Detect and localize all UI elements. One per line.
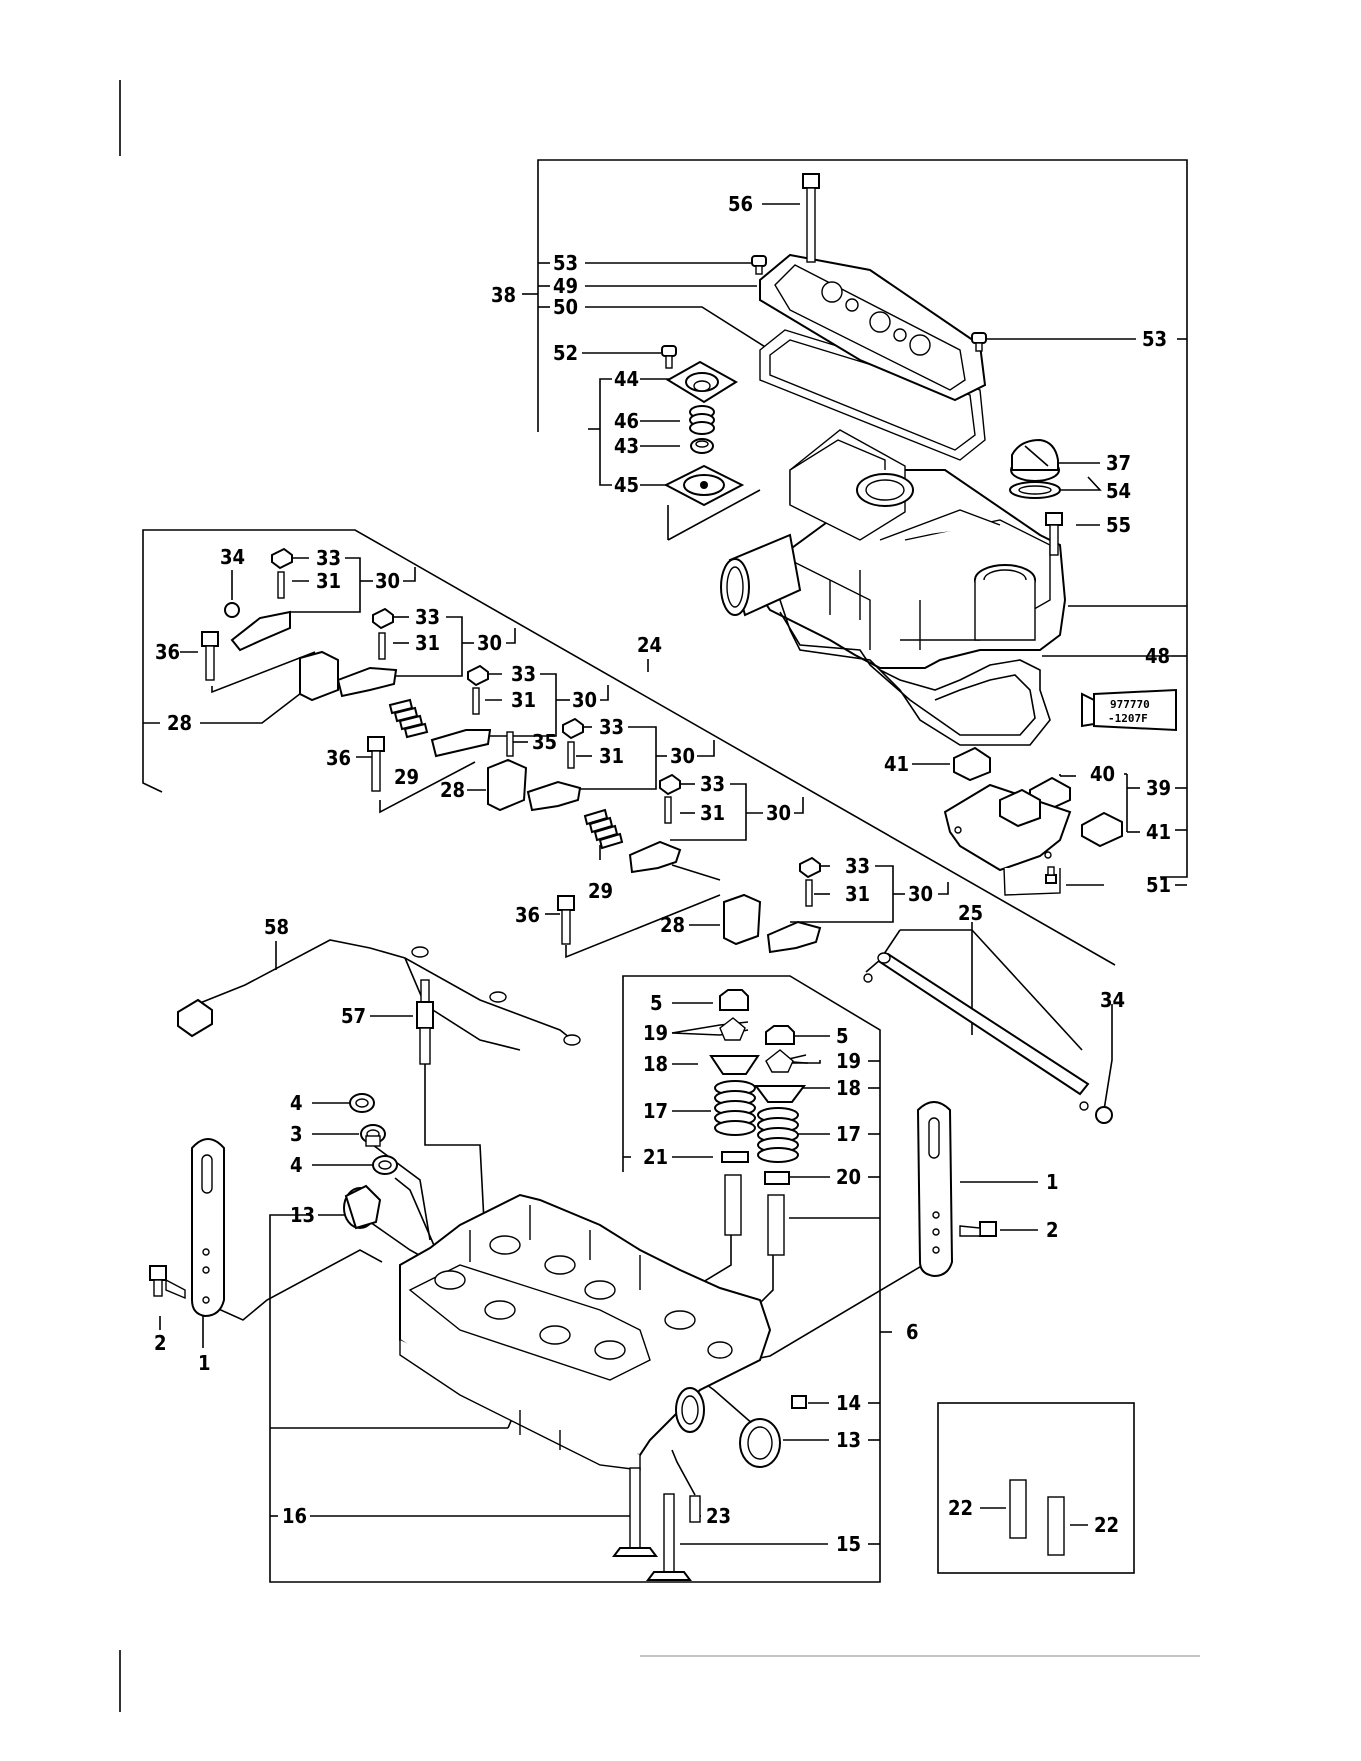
breather-plate-gasket	[760, 255, 985, 460]
callout-33-4: 33	[599, 715, 624, 739]
lifting-eye-left	[192, 1139, 224, 1316]
callout-15: 15	[836, 1532, 861, 1556]
callout-30-1: 30	[375, 569, 400, 593]
sealant-tube-label-2: -1207F	[1108, 712, 1148, 725]
callout-51: 51	[1146, 873, 1171, 897]
callout-48: 48	[1145, 644, 1170, 668]
screw-53-top	[752, 256, 766, 274]
callout-53: 53	[553, 251, 578, 275]
callout-30-6: 30	[908, 882, 933, 906]
oil-filler-cap	[1010, 440, 1060, 498]
callout-43: 43	[614, 434, 639, 458]
bolt-2-left	[150, 1266, 185, 1298]
callout-4-bottom: 4	[290, 1153, 303, 1177]
callout-31-3: 31	[511, 688, 536, 712]
callout-36-2: 36	[326, 746, 351, 770]
callout-22-left: 22	[948, 1496, 973, 1520]
callout-18-right: 18	[836, 1076, 861, 1100]
callout-54: 54	[1106, 479, 1131, 503]
callout-46: 46	[614, 409, 639, 433]
callout-2-left: 2	[154, 1331, 167, 1355]
callout-33-2: 33	[415, 605, 440, 629]
callout-34-right: 34	[1100, 988, 1125, 1012]
callout-33-6: 33	[845, 854, 870, 878]
sealant-tube: 977770 -1207F	[1082, 690, 1176, 730]
callout-55: 55	[1106, 513, 1131, 537]
page-margin-marks	[120, 80, 1200, 1712]
callout-50: 50	[553, 295, 578, 319]
callout-29-2: 29	[588, 879, 613, 903]
callout-57: 57	[341, 1004, 366, 1028]
callout-21: 21	[643, 1145, 668, 1169]
callout-33-1: 33	[316, 546, 341, 570]
callout-39: 39	[1146, 776, 1171, 800]
callout-2-right: 2	[1046, 1218, 1059, 1242]
callout-18-left: 18	[643, 1052, 668, 1076]
callout-5-right: 5	[836, 1024, 849, 1048]
callout-1-right: 1	[1046, 1170, 1059, 1194]
callout-28-3: 28	[660, 913, 685, 937]
callout-13-right: 13	[836, 1428, 861, 1452]
callout-45: 45	[614, 473, 639, 497]
glow-plug-harness	[178, 940, 580, 1050]
callout-30-2: 30	[477, 631, 502, 655]
callout-38: 38	[491, 283, 516, 307]
callout-33-3: 33	[511, 662, 536, 686]
callout-36-3: 36	[515, 903, 540, 927]
callout-44: 44	[614, 367, 639, 391]
callout-36-1: 36	[155, 640, 180, 664]
callout-41-right: 41	[1146, 820, 1171, 844]
callout-6: 6	[906, 1320, 919, 1344]
callout-4-top: 4	[290, 1091, 303, 1115]
callout-14: 14	[836, 1391, 861, 1415]
callout-31-2: 31	[415, 631, 440, 655]
callout-31-6: 31	[845, 882, 870, 906]
breather-diaphragm-parts	[666, 362, 760, 540]
callout-30-3: 30	[572, 688, 597, 712]
callout-17-right: 17	[836, 1122, 861, 1146]
bolt-56	[803, 174, 819, 262]
callout-3: 3	[290, 1122, 303, 1146]
callout-16: 16	[282, 1504, 307, 1528]
callout-1-left: 1	[198, 1351, 211, 1375]
callout-28-2: 28	[440, 778, 465, 802]
callout-23: 23	[706, 1504, 731, 1528]
callout-40: 40	[1090, 762, 1115, 786]
callout-17-left: 17	[643, 1099, 668, 1123]
callout-30-5: 30	[766, 801, 791, 825]
callout-31-5: 31	[700, 801, 725, 825]
callout-13-left: 13	[290, 1203, 315, 1227]
callout-56: 56	[728, 192, 753, 216]
callout-34: 34	[220, 545, 245, 569]
callout-25: 25	[958, 901, 983, 925]
callout-35: 35	[532, 730, 557, 754]
callout-31-1: 31	[316, 569, 341, 593]
callout-22-right: 22	[1094, 1513, 1119, 1537]
rocker-cover	[721, 430, 1065, 745]
callout-53-right: 53	[1142, 327, 1167, 351]
rocker-spring-29-mid	[585, 810, 622, 848]
callout-19-left: 19	[643, 1021, 668, 1045]
callout-5-left: 5	[650, 991, 663, 1015]
callout-29-1: 29	[394, 765, 419, 789]
callout-33-5: 33	[700, 772, 725, 796]
callout-31-4: 31	[599, 744, 624, 768]
callout-30-4: 30	[670, 744, 695, 768]
bolt-2-right	[960, 1222, 996, 1236]
expansion-plug-left	[344, 1186, 380, 1228]
rocker-spring-29-top	[390, 700, 427, 737]
callout-37: 37	[1106, 451, 1131, 475]
lifting-eye-right	[918, 1102, 952, 1276]
callout-19-right: 19	[836, 1049, 861, 1073]
callout-24: 24	[637, 633, 662, 657]
screw-52	[662, 346, 676, 368]
callout-52: 52	[553, 341, 578, 365]
callout-28-1: 28	[167, 711, 192, 735]
sealant-tube-label-1: 977770	[1110, 698, 1150, 711]
callout-41: 41	[884, 752, 909, 776]
callout-58: 58	[264, 915, 289, 939]
callout-20: 20	[836, 1165, 861, 1189]
